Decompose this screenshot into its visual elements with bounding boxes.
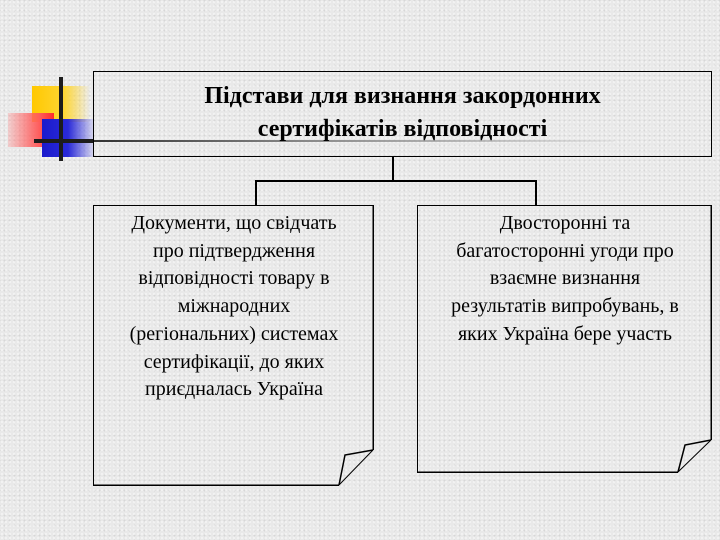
text-line: взаємне визнання	[489, 267, 641, 290]
text-line: (регіональних) системах	[129, 322, 339, 345]
title-line: сертифікатів відповідності	[257, 116, 548, 142]
connector-branch	[255, 180, 536, 182]
text-line: результатів випробувань, в	[451, 295, 679, 318]
text-line: відповідності товару в	[138, 267, 330, 290]
text-line: приєдналась Україна	[145, 378, 323, 401]
title-underline	[94, 140, 614, 142]
text-line: яких Україна бере участь	[457, 322, 673, 345]
text-line: сертифікації, до яких	[143, 350, 325, 373]
horizontal-bar-icon	[34, 139, 94, 143]
text-line: Двосторонні та	[499, 212, 631, 234]
connector-right	[535, 180, 537, 206]
vertical-bar-icon	[59, 77, 63, 161]
text-line: міжнародних	[177, 295, 291, 318]
node-text: Двосторонні та багатосторонні угоди про …	[422, 210, 708, 349]
color-block-logo	[0, 0, 100, 170]
text-line: Документи, що свідчать	[131, 212, 337, 234]
connector-trunk	[392, 156, 394, 181]
diagram-root-node: Підстави для визнання закордонних сертиф…	[93, 71, 712, 157]
blue-square-icon	[42, 119, 94, 157]
diagram-title: Підстави для визнання закордонних сертиф…	[94, 80, 711, 146]
connector-left	[255, 180, 257, 206]
title-line: Підстави для визнання закордонних	[204, 83, 601, 109]
text-line: про підтвердження	[152, 239, 316, 262]
diagram-child-node-documents: Документи, що свідчать про підтвердження…	[93, 205, 374, 486]
diagram-child-node-agreements: Двосторонні та багатосторонні угоди про …	[417, 205, 712, 473]
text-line: багатосторонні угоди про	[456, 239, 674, 262]
node-text: Документи, що свідчать про підтвердження…	[98, 210, 370, 404]
